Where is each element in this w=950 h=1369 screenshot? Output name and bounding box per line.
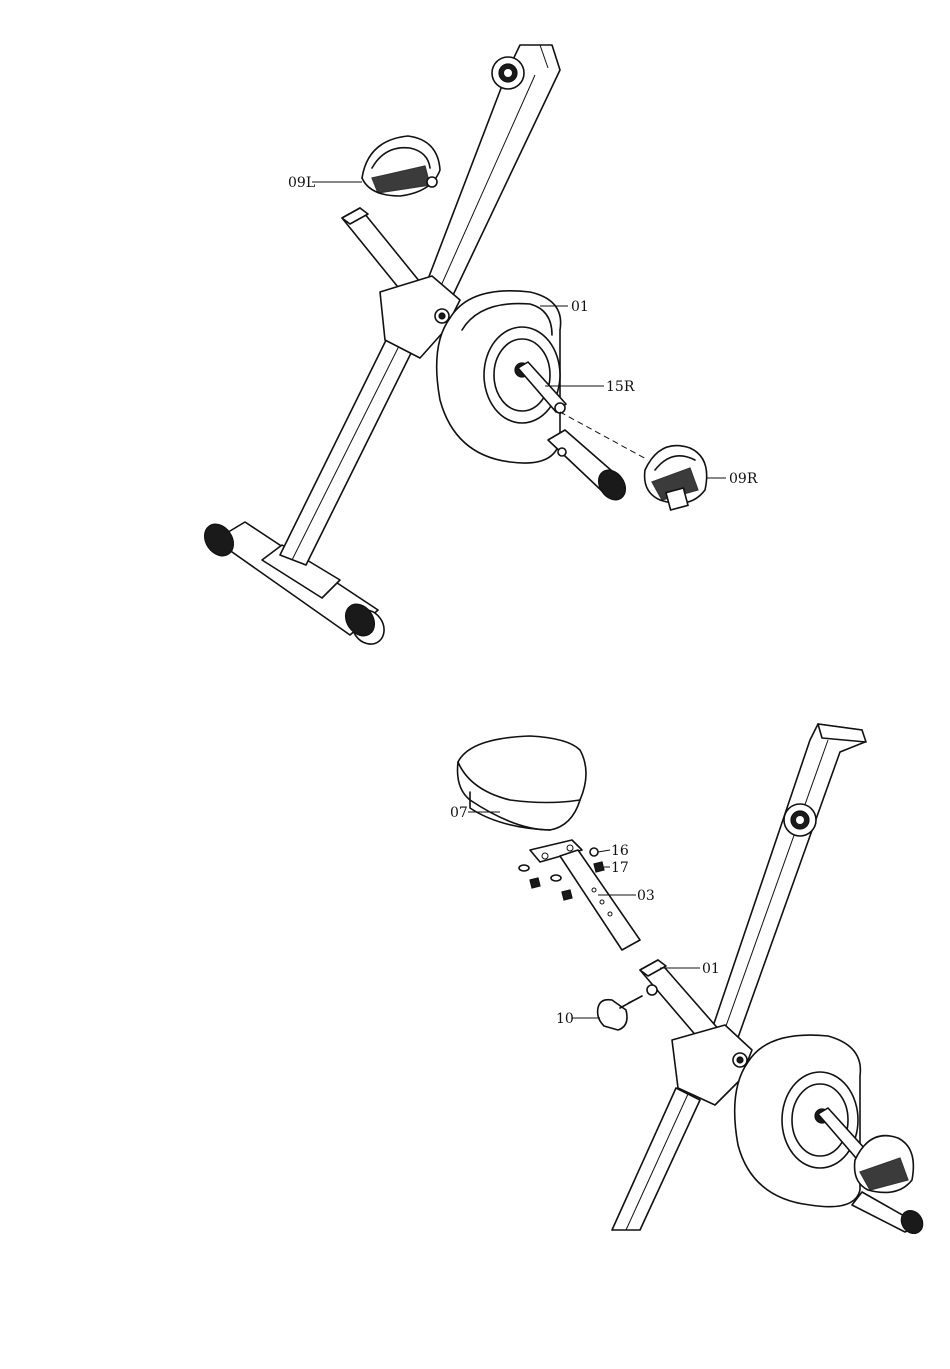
- callout-16: 16: [611, 843, 629, 859]
- rear-leg-tube-2: [612, 1088, 700, 1230]
- seat-tube-socket: [342, 208, 420, 292]
- callout-10: 10: [556, 1011, 574, 1027]
- callout-15R: 15R: [606, 379, 635, 395]
- rear-leg-tube: [280, 322, 420, 565]
- attached-pedal: [855, 1136, 914, 1193]
- front-stabilizer: [548, 430, 631, 505]
- left-pedal: [362, 136, 440, 196]
- front-upright-tube-2: [705, 724, 866, 1060]
- callout-09R: 09R: [729, 471, 758, 487]
- saddle: [458, 736, 587, 830]
- flywheel-housing-2: [735, 1035, 866, 1207]
- callout-09L: 09L: [288, 175, 315, 191]
- front-stabilizer-2: [852, 1192, 927, 1238]
- callout-01b: 01: [702, 961, 720, 977]
- callout-17: 17: [611, 860, 629, 876]
- flywheel-housing: [437, 291, 566, 463]
- right-pedal: [645, 446, 707, 510]
- tension-knob: [492, 57, 524, 89]
- tension-knob-2: [784, 804, 816, 836]
- callout-01: 01: [571, 299, 589, 315]
- front-upright-tube: [420, 45, 560, 312]
- adjustment-knob: [598, 996, 642, 1030]
- figure-seat-installation: 07 16 17 03 01 10: [450, 724, 927, 1238]
- figure-pedal-installation: 09L 01 15R 09R: [199, 45, 758, 650]
- callout-03: 03: [637, 888, 655, 904]
- callout-07: 07: [450, 805, 468, 821]
